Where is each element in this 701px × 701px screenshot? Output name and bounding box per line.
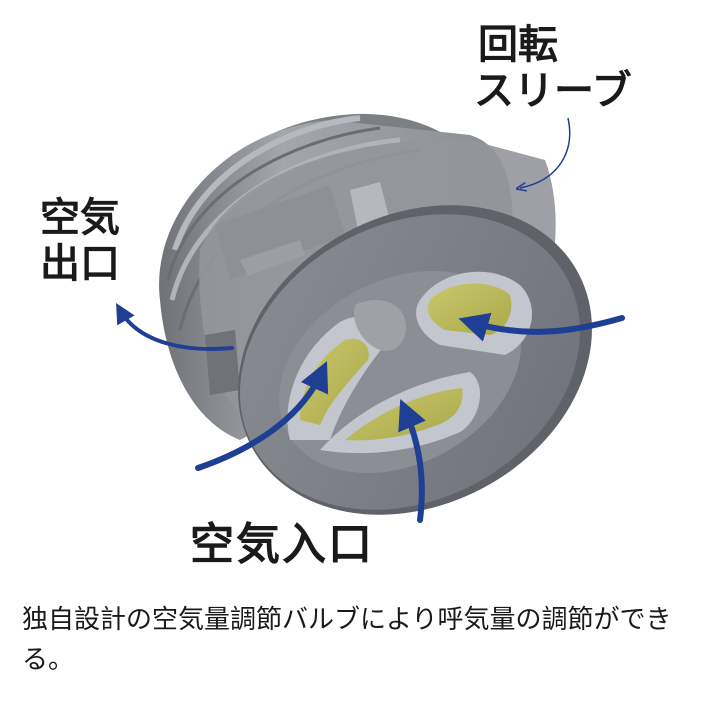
label-rotary-sleeve: 回転 スリーブ [474, 22, 632, 114]
valve-diagram [116, 113, 625, 523]
inlet-arrow-bottom [398, 398, 426, 523]
inlet-arrow-left [195, 361, 329, 471]
valve-front-face [238, 205, 592, 515]
airflow-arrows [116, 303, 625, 523]
label-air-outlet-line1: 空気 [40, 195, 120, 241]
caption: 独自設計の空気量調節バルブにより呼気量の調節ができる。 [22, 605, 672, 675]
label-air-outlet-line2: 出口 [40, 241, 120, 287]
inlet-arrow-right [458, 312, 625, 342]
label-air-inlet: 空気入口 [190, 519, 374, 570]
label-rotary-sleeve-line1: 回転 [478, 22, 558, 68]
rotary-sleeve-leader [520, 117, 571, 188]
label-rotary-sleeve-line2: スリーブ [474, 68, 632, 114]
label-air-outlet: 空気 出口 [40, 195, 120, 287]
outlet-arrow [116, 303, 234, 352]
